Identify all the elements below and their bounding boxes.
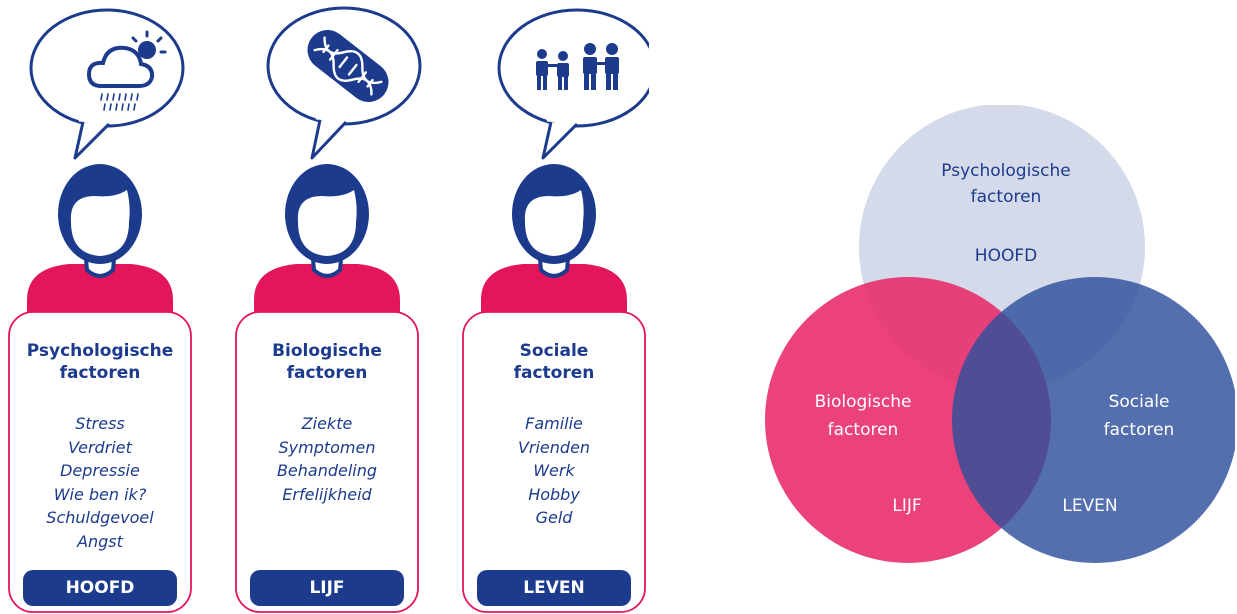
list-item: Symptomen bbox=[278, 437, 376, 457]
venn-right-line1: Sociale bbox=[1109, 392, 1170, 412]
person-avatar bbox=[462, 164, 646, 613]
venn-circle-sociaal bbox=[952, 277, 1235, 563]
list-item: Ziekte bbox=[301, 414, 353, 433]
factor-panels: Psychologische factoren Stress Verdriet … bbox=[5, 0, 649, 614]
list-item: Geld bbox=[535, 508, 573, 527]
panel-biologisch: Biologische factoren Ziekte Symptomen Be… bbox=[232, 0, 422, 614]
speech-bubble bbox=[497, 8, 649, 160]
venn-top-line2: factoren bbox=[971, 187, 1042, 207]
list-item: Depressie bbox=[60, 461, 140, 480]
list-item: Schuldgevoel bbox=[46, 508, 154, 527]
dna-icon bbox=[307, 29, 389, 103]
title-line: factoren bbox=[513, 363, 595, 383]
list-item: Erfelijkheid bbox=[282, 484, 372, 504]
panel-psychologisch: Psychologische factoren Stress Verdriet … bbox=[5, 0, 195, 614]
badge-hoofd: HOOFD bbox=[23, 570, 177, 606]
list-item: Angst bbox=[77, 531, 123, 551]
venn-right-tag: LEVEN bbox=[1062, 496, 1117, 516]
panel-art bbox=[462, 8, 649, 613]
list-item: Verdriet bbox=[68, 437, 132, 457]
venn-left-line2: factoren bbox=[828, 420, 899, 440]
factor-list: Familie Vrienden Werk Hobby Geld bbox=[459, 412, 649, 530]
title-line: factoren bbox=[286, 363, 368, 383]
badge-leven: LEVEN bbox=[477, 570, 631, 606]
badge-lijf: LIJF bbox=[250, 570, 404, 606]
venn-top-tag: HOOFD bbox=[975, 246, 1037, 266]
panel-sociaal: Sociale factoren Familie Vrienden Werk H… bbox=[459, 0, 649, 614]
title-line: Psychologische bbox=[26, 341, 174, 361]
list-item: Behandeling bbox=[276, 461, 378, 480]
title-line: Sociale bbox=[519, 341, 589, 361]
list-item: Hobby bbox=[528, 484, 580, 504]
title-line: factoren bbox=[59, 363, 141, 383]
panel-title: Biologische factoren bbox=[232, 340, 422, 384]
venn-left-line1: Biologische bbox=[815, 392, 912, 412]
panel-art bbox=[8, 8, 192, 613]
list-item: Familie bbox=[525, 414, 583, 433]
panel-title: Sociale factoren bbox=[459, 340, 649, 384]
panel-art bbox=[235, 6, 422, 613]
venn-right-line2: factoren bbox=[1104, 420, 1175, 440]
list-item: Vrienden bbox=[517, 437, 591, 457]
factor-list: Ziekte Symptomen Behandeling Erfelijkhei… bbox=[232, 412, 422, 506]
person-avatar bbox=[235, 164, 419, 613]
people-group-icon bbox=[536, 43, 619, 90]
list-item: Wie ben ik? bbox=[53, 484, 147, 504]
panel-title: Psychologische factoren bbox=[5, 340, 195, 384]
list-item: Werk bbox=[533, 461, 575, 480]
venn-top-line1: Psychologische bbox=[941, 161, 1070, 181]
person-avatar bbox=[8, 164, 192, 613]
weather-icon bbox=[86, 30, 167, 111]
venn-left-tag: LIJF bbox=[892, 496, 921, 516]
list-item: Stress bbox=[75, 414, 125, 433]
venn-diagram: Psychologische factoren HOOFD Biologisch… bbox=[765, 105, 1235, 563]
factor-list: Stress Verdriet Depressie Wie ben ik? Sc… bbox=[5, 412, 195, 553]
title-line: Biologische bbox=[272, 341, 382, 361]
